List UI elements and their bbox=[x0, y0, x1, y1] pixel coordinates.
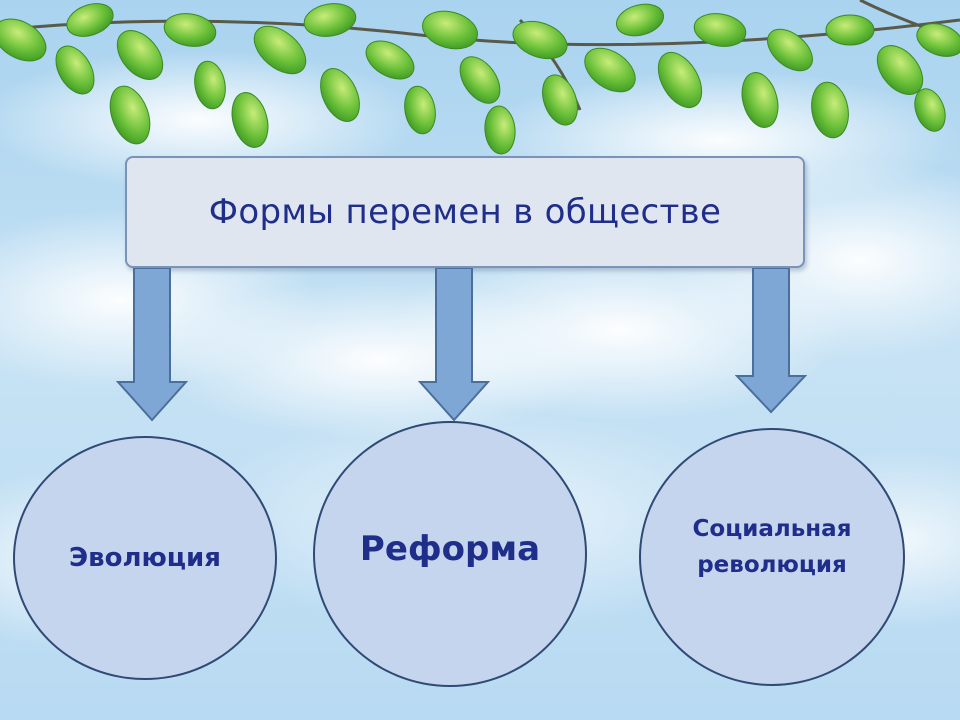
social-revolution-label-line1: Социальная bbox=[692, 516, 852, 542]
title-box: Формы перемен в обществе bbox=[125, 156, 805, 268]
social-revolution-node: Социальная революция bbox=[639, 428, 905, 686]
reform-node: Реформа bbox=[313, 421, 587, 687]
evolution-label: Эволюция bbox=[69, 543, 221, 573]
branch-with-leaves bbox=[0, 0, 960, 155]
diagram-title: Формы перемен в обществе bbox=[208, 192, 722, 232]
arrow-down-icon bbox=[418, 268, 490, 422]
arrow-down-icon bbox=[116, 268, 188, 422]
evolution-node: Эволюция bbox=[13, 436, 277, 680]
arrow-down-icon bbox=[735, 268, 807, 414]
reform-label: Реформа bbox=[359, 529, 541, 569]
social-revolution-label: Социальная революция bbox=[693, 511, 852, 583]
social-revolution-label-line2: революция bbox=[697, 552, 847, 578]
